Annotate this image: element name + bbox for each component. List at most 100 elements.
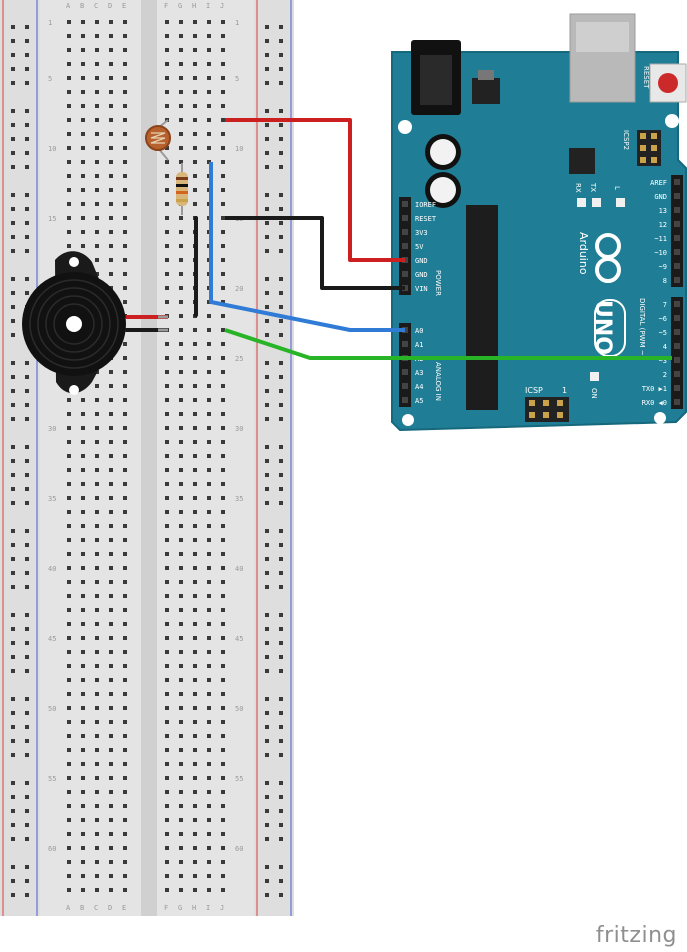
breadboard-hole (221, 426, 225, 430)
breadboard-hole (67, 230, 71, 234)
buzzer-hole (66, 316, 82, 332)
analog-section-label: ANALOG IN (434, 362, 442, 401)
breadboard-hole (165, 258, 169, 262)
rail-hole (25, 193, 29, 197)
rail-hole (279, 571, 283, 575)
rail-hole (11, 739, 15, 743)
breadboard-hole (123, 818, 127, 822)
header-socket[interactable] (402, 397, 408, 403)
header-socket[interactable] (674, 301, 680, 307)
header-socket[interactable] (674, 371, 680, 377)
breadboard-hole (123, 188, 127, 192)
breadboard-hole (221, 370, 225, 374)
header-socket[interactable] (674, 399, 680, 405)
header-socket[interactable] (674, 263, 680, 269)
rail-hole (25, 711, 29, 715)
breadboard-hole (123, 34, 127, 38)
breadboard-hole (95, 440, 99, 444)
breadboard-hole (193, 664, 197, 668)
header-socket[interactable] (402, 341, 408, 347)
header-socket[interactable] (402, 201, 408, 207)
right-power-rail (254, 0, 294, 916)
breadboard-hole (109, 202, 113, 206)
header-socket[interactable] (674, 193, 680, 199)
breadboard-hole (81, 720, 85, 724)
breadboard-hole (207, 762, 211, 766)
rail-hole (11, 571, 15, 575)
breadboard-hole (221, 132, 225, 136)
breadboard-hole (207, 440, 211, 444)
rail-hole (279, 669, 283, 673)
rx-led (577, 198, 586, 207)
rail-hole (265, 445, 269, 449)
breadboard-hole (123, 580, 127, 584)
breadboard-hole (221, 384, 225, 388)
breadboard-hole (207, 888, 211, 892)
breadboard-hole (165, 706, 169, 710)
column-letter: D (108, 2, 112, 10)
breadboard-hole (221, 524, 225, 528)
breadboard-hole (207, 580, 211, 584)
regulator-tab (478, 70, 494, 80)
breadboard-hole (221, 832, 225, 836)
reset-button-cap[interactable] (658, 73, 678, 93)
breadboard-hole (81, 174, 85, 178)
rail-hole (11, 403, 15, 407)
breadboard-hole (179, 622, 183, 626)
header-socket[interactable] (674, 207, 680, 213)
breadboard-hole (109, 412, 113, 416)
breadboard-hole (221, 888, 225, 892)
breadboard-hole (81, 846, 85, 850)
rail-hole (25, 67, 29, 71)
rail-hole (265, 711, 269, 715)
breadboard-hole (109, 482, 113, 486)
breadboard-hole (193, 762, 197, 766)
breadboard-hole (81, 734, 85, 738)
header-socket[interactable] (402, 229, 408, 235)
breadboard-hole (221, 230, 225, 234)
breadboard-hole (81, 692, 85, 696)
breadboard-hole (179, 734, 183, 738)
breadboard-hole (193, 482, 197, 486)
breadboard-hole (207, 454, 211, 458)
header-socket[interactable] (674, 343, 680, 349)
breadboard-hole (81, 90, 85, 94)
rail-hole (265, 305, 269, 309)
header-socket[interactable] (674, 385, 680, 391)
header-socket[interactable] (674, 277, 680, 283)
breadboard-hole (123, 692, 127, 696)
breadboard-hole (221, 706, 225, 710)
breadboard-hole (95, 552, 99, 556)
header-socket[interactable] (402, 215, 408, 221)
header-socket[interactable] (674, 329, 680, 335)
breadboard-hole (95, 790, 99, 794)
breadboard-hole (179, 524, 183, 528)
header-socket[interactable] (674, 221, 680, 227)
rail-hole (11, 333, 15, 337)
breadboard-hole (207, 62, 211, 66)
breadboard-hole (221, 454, 225, 458)
header-socket[interactable] (402, 383, 408, 389)
header-socket[interactable] (674, 357, 680, 363)
breadboard-hole (193, 384, 197, 388)
rail-hole (279, 81, 283, 85)
breadboard-hole (207, 790, 211, 794)
pin-label: ~10 (654, 249, 667, 257)
header-socket[interactable] (402, 243, 408, 249)
column-letter: C (94, 904, 98, 912)
header-socket[interactable] (674, 235, 680, 241)
header-socket[interactable] (402, 271, 408, 277)
rail-hole (279, 781, 283, 785)
pin-label: 7 (663, 301, 667, 309)
breadboard-hole (221, 762, 225, 766)
header-socket[interactable] (674, 315, 680, 321)
rail-hole (265, 487, 269, 491)
breadboard-hole (109, 888, 113, 892)
breadboard-hole (95, 384, 99, 388)
header-socket[interactable] (674, 249, 680, 255)
header-socket[interactable] (674, 179, 680, 185)
breadboard-hole (123, 636, 127, 640)
header-socket[interactable] (402, 369, 408, 375)
breadboard-hole (221, 650, 225, 654)
breadboard-hole (165, 552, 169, 556)
